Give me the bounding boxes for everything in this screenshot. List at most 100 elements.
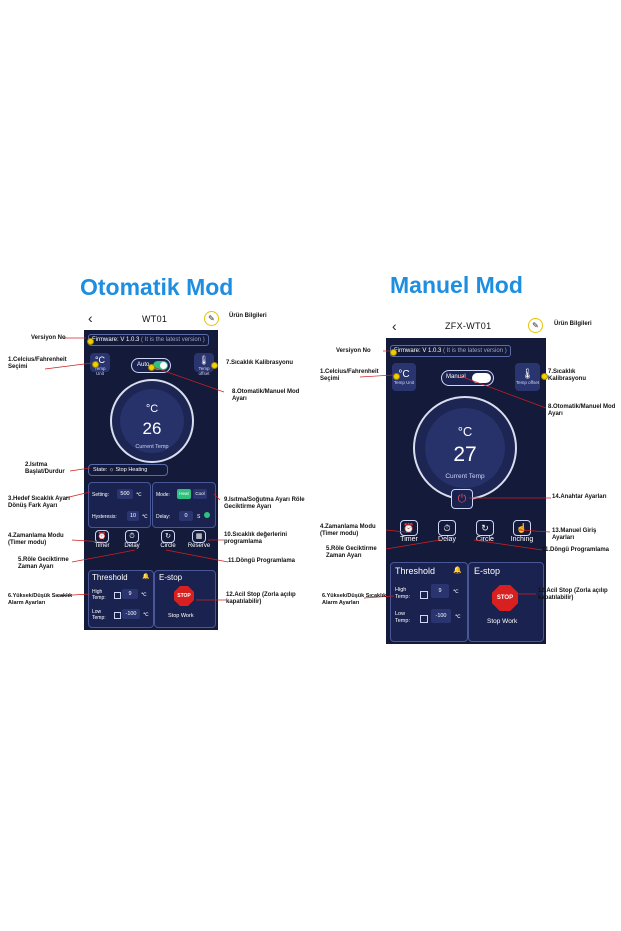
current-temp-label: Current Temp [135,444,169,450]
low-temp-input[interactable]: -100 [431,609,451,623]
low-temp-unit: ℃ [455,614,461,620]
dial-unit: °C [457,424,473,439]
annotation-unit: 1.Celcius/Fahrenheit Seçimi [8,357,67,370]
power-switch-icon[interactable]: ⏻ [451,489,473,509]
delay-button[interactable]: ⏱ Delay [432,520,462,543]
estop-panel[interactable]: E-stop STOP Stop Work [468,562,544,642]
temp-offset-button[interactable]: 🌡 Temp offset [194,353,214,376]
annotation-reserve: 10.Sıcaklık değerlerini programlama [224,532,288,545]
setting-input[interactable]: 500 [117,489,133,499]
timer-button[interactable]: ⏰ Timer [90,530,114,549]
temp-unit-button[interactable]: °C Temp Unit [392,363,416,391]
state-value: Stop Heating [115,467,148,473]
annotation-mode: 8.Otomatik/Manuel Mod Ayarı [232,389,300,402]
left-screen: Firmware: V 1.0.3 ( It is the latest ver… [84,330,218,630]
delay-input[interactable]: 0 [179,511,193,521]
heat-button[interactable]: Heat [177,489,191,499]
hysteresis-input[interactable]: 10 [127,511,139,521]
mode-toggle-label: Manual [446,374,466,380]
mode-panel-label: Mode: [156,492,170,498]
delay-button[interactable]: ⏱ Delay [120,530,144,549]
high-temp-checkbox[interactable] [114,592,121,599]
low-temp-input[interactable]: -100 [122,609,140,619]
cool-button[interactable]: Cool [193,489,207,499]
thermometer-icon: 🌡 [521,369,534,380]
annotation-info: Ürün Bilgileri [554,321,592,327]
high-temp-unit: ℃ [453,589,459,595]
threshold-title: Threshold [395,566,436,576]
annotation-dot [211,362,218,369]
thermometer-icon: 🌡 [198,355,210,365]
temp-offset-button[interactable]: 🌡 Temp offset [515,363,540,391]
temperature-dial: °C 26 Current Temp [110,379,194,463]
annotation-state: 2.Isıtma Başlat/Durdur [25,462,65,475]
delay-button-label: Delay [438,536,456,543]
high-temp-label: High Temp: [92,589,106,601]
delay-button-label: Delay [124,543,140,549]
header-title: ZFX-WT01 [445,321,492,331]
hysteresis-label: Hysteresis: [92,514,117,520]
mode-toggle-label: Auto [137,362,150,368]
estop-title: E-stop [159,573,183,582]
annotation-timer: 4.Zamanlama Modu (Timer modu) [320,524,376,537]
back-icon[interactable]: ‹ [392,318,397,334]
stop-sign-icon[interactable]: STOP [492,585,518,611]
high-temp-input[interactable]: 9 [122,589,138,599]
annotation-info: Ürün Bilgileri [229,313,267,319]
temp-offset-label: Temp offset [198,366,210,376]
annotation-heatcool: 9.Isıtma/Soğutma Ayarı Röle Geciktirme A… [224,497,305,510]
circle-button[interactable]: ↻ Circle [156,530,180,549]
stop-work-label: Stop Work [168,613,194,619]
calendar-icon: ▦ [192,530,206,543]
stop-sign-icon[interactable]: STOP [174,586,194,606]
cycle-icon: ↻ [161,530,175,543]
delay-confirm-icon[interactable] [204,512,210,518]
toggle-knob [153,361,168,370]
back-icon[interactable]: ‹ [88,310,93,326]
annotation-switch: 14.Anahtar Ayarları [552,494,607,500]
low-temp-checkbox[interactable] [114,612,121,619]
annotation-offset: 7.Sıcaklık Kalibrasyonu [226,360,294,366]
annotation-firmware: Versiyon No [336,348,371,354]
clock-icon: ⏱ [125,530,139,543]
annotation-dot [87,338,94,345]
annotation-unit: 1.Celcius/Fahrenheit Seçimi [320,369,379,382]
inching-label: Inching [510,536,534,543]
reserve-button[interactable]: ▦ Reserve [184,530,214,549]
inching-button[interactable]: ☝ Inching [506,520,538,543]
clock-icon: ⏱ [438,520,456,536]
high-temp-checkbox[interactable] [420,591,428,599]
dial-unit: °C [145,403,159,415]
annotation-dot [393,373,400,380]
timer-button[interactable]: ⏰ Timer [394,520,424,543]
alarm-bell-icon: 🔔 [142,574,150,580]
low-temp-checkbox[interactable] [420,615,428,623]
title-manuel-mod: Manuel Mod [390,272,523,298]
pencil-icon[interactable]: ✎ [528,318,543,333]
celsius-icon: °C [398,369,410,380]
header-title: WT01 [142,314,168,324]
state-bar[interactable]: State: ☼ Stop Heating [88,464,168,476]
setting-unit: ℃ [136,492,142,498]
high-temp-input[interactable]: 9 [431,584,449,598]
temperature-dial: °C 27 Current Temp [413,396,517,500]
state-label: State: [93,467,108,473]
high-temp-label: High Temp: [395,587,410,600]
firmware-version: V 1.0.3 [422,348,442,354]
circle-button[interactable]: ↻ Circle [470,520,500,543]
annotation-threshold: 6.Yüksek/Düşük Sıcaklık Alarm Ayarları [8,593,73,606]
mode-panel: Mode: Heat Cool Delay: 0 S [152,482,216,528]
heat-icon: ☼ [108,467,114,473]
alarm-bell-icon: 🔔 [453,567,462,574]
celsius-icon: °C [94,355,106,365]
current-temp-value: 26 [142,419,162,438]
estop-panel[interactable]: E-stop STOP Stop Work [154,570,216,628]
annotation-timer: 4.Zamanlama Modu (Timer modu) [8,533,64,546]
annotation-setting: 3.Hedef Sıcaklık Ayarı Dönüş Fark Ayarı [8,496,70,509]
pencil-icon[interactable]: ✎ [204,311,219,326]
setting-panel: Setting: 500 ℃ Hysteresis: 10 ℃ [88,482,151,528]
alarm-clock-icon: ⏰ [400,520,418,536]
mode-toggle[interactable]: Manual [441,370,494,386]
cycle-icon: ↻ [476,520,494,536]
